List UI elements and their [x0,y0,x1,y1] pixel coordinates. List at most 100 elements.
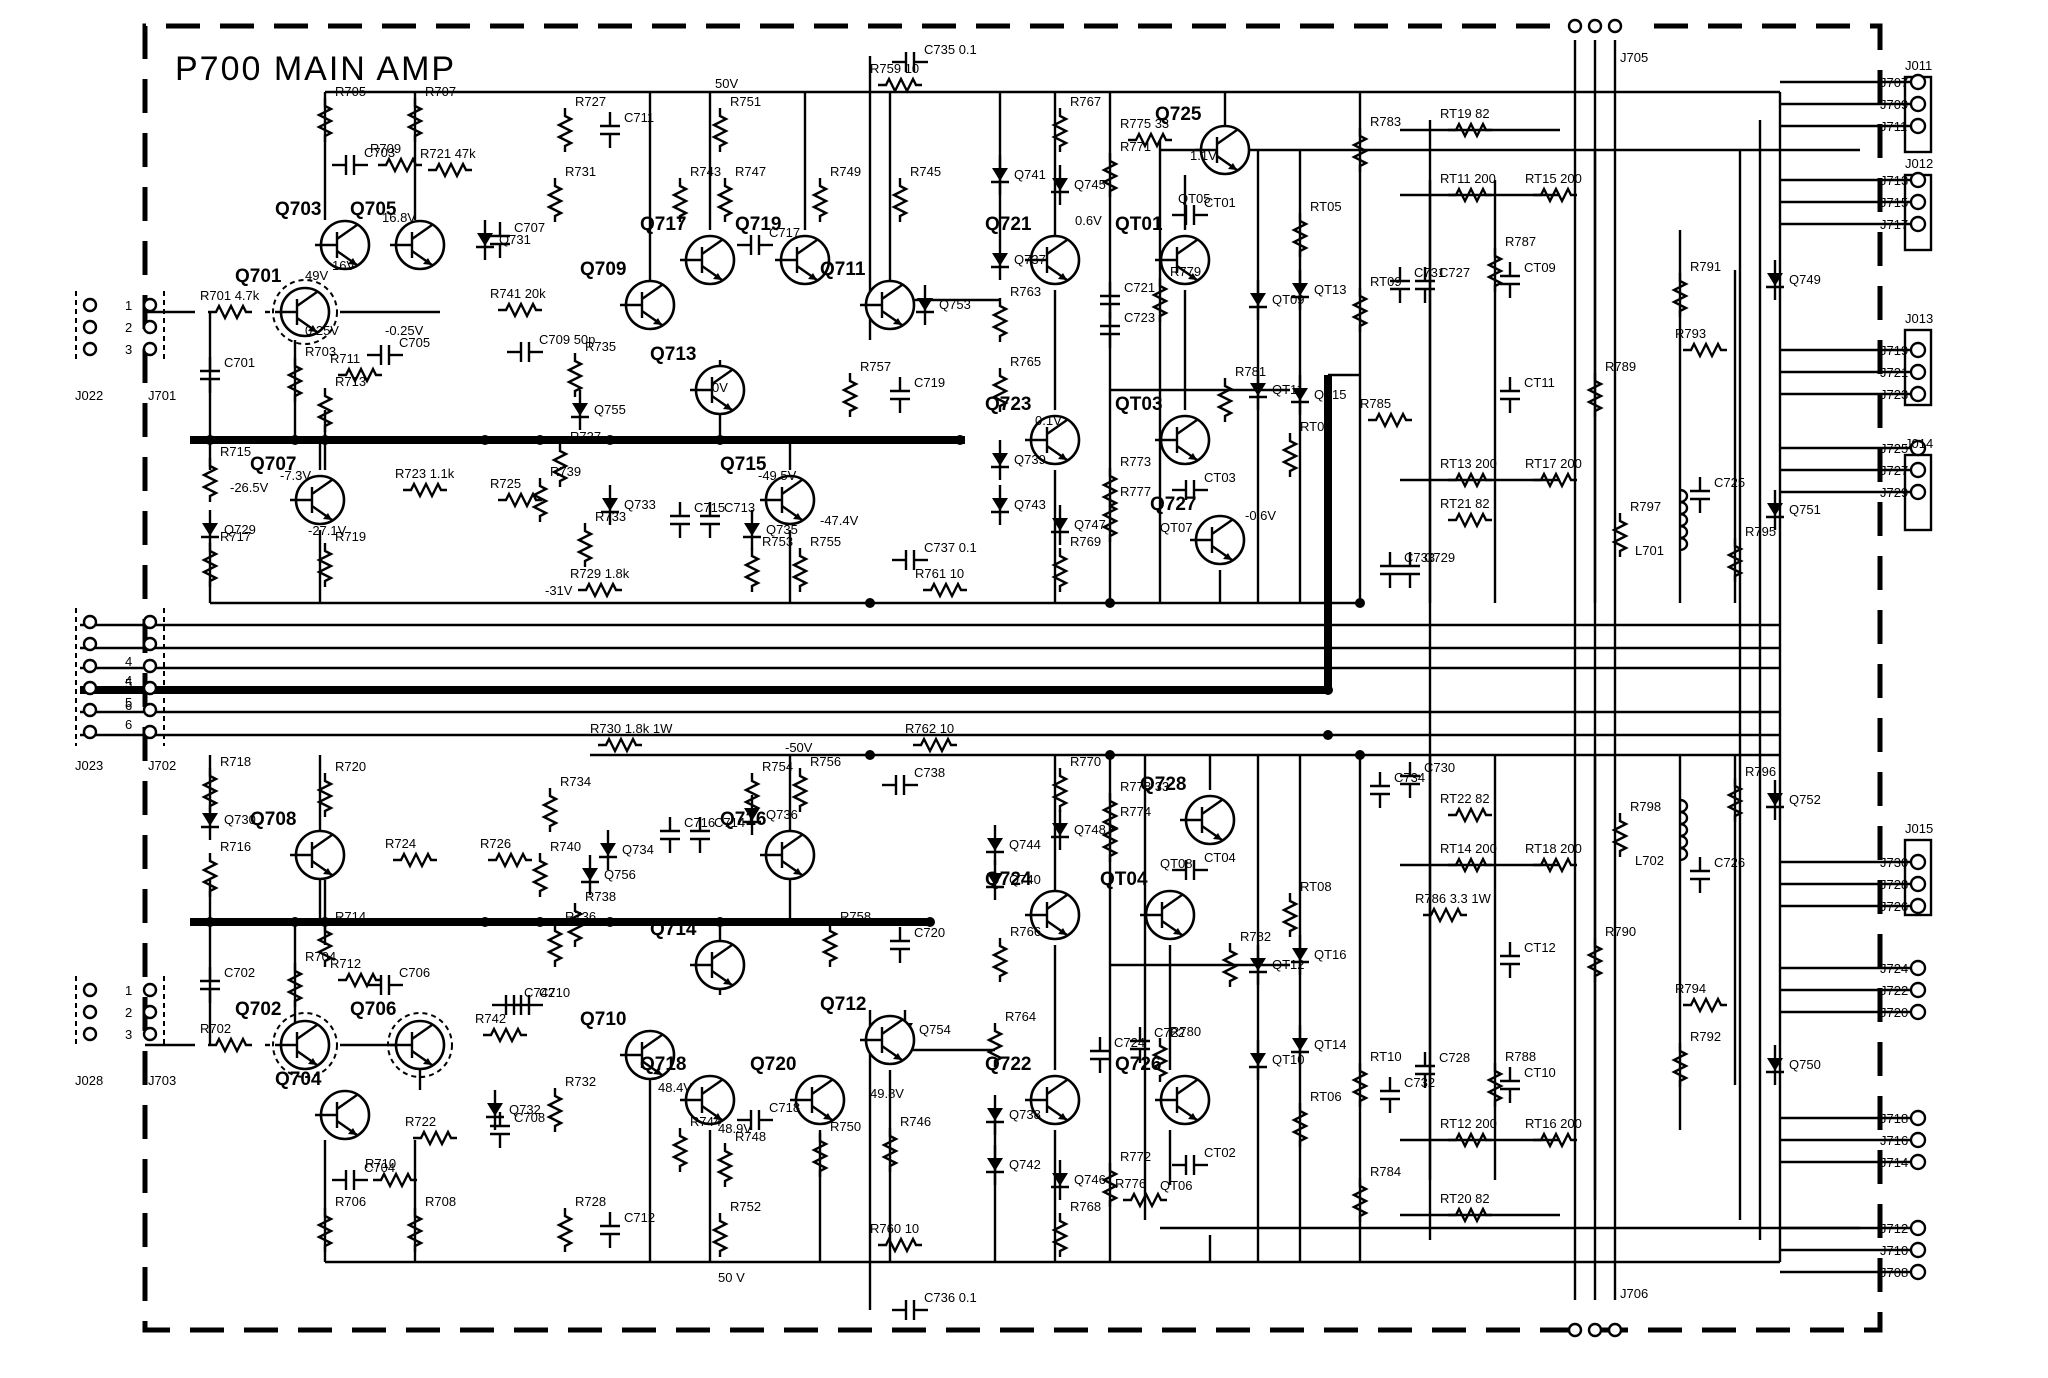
pin-j720 [1909,1003,1927,1021]
transistor-q723 [1025,414,1081,466]
pin-j729 [1909,483,1927,501]
resistor-r734 [541,788,559,832]
resistor-r794 [1683,996,1727,1014]
label-49-8v: 49.8V [870,1086,904,1101]
pin-j721 [1909,363,1927,381]
label-0-25v: 0.25V [305,323,339,338]
label-q738: Q738 [1009,1107,1041,1122]
connector-symbols [75,18,1933,1338]
label-r752: R752 [730,1199,761,1214]
label-q754: Q754 [919,1022,951,1037]
capacitor-ct11 [1500,377,1520,413]
label-r708: R708 [425,1194,456,1209]
label-q710: Q710 [580,1009,626,1030]
resistor-symbols [201,76,1744,1257]
label--26-5v: -26.5V [230,480,269,495]
label-q749: Q749 [1789,272,1821,287]
label-r733: R733 [595,509,626,524]
connector-j022 [75,291,165,363]
resistor-r758 [821,923,839,967]
diode-q736 [743,795,761,835]
diode-q732 [486,1090,504,1130]
transistor-q701 [272,279,338,345]
label-q742: Q742 [1009,1157,1041,1172]
label-c731: C731 [1414,265,1445,280]
capacitor-c716 [660,817,680,853]
connector-j023 [75,608,165,746]
label-r727: R727 [575,94,606,109]
resistor-r733 [576,523,594,567]
label-c714: C714 [714,815,745,830]
label-q741: Q741 [1014,167,1046,182]
label-ct04: CT04 [1204,850,1236,865]
label-r750: R750 [830,1119,861,1134]
pin-j709 [1909,95,1927,113]
pin-j712 [1909,1219,1927,1237]
label-q721: Q721 [985,214,1032,235]
resistor-r706 [316,1208,334,1252]
label-r707: R707 [425,84,456,99]
diode-q745 [1051,165,1069,205]
capacitor-ct02 [1172,1155,1208,1175]
label-j716: J716 [1880,1133,1908,1148]
label-j710: J710 [1880,1243,1908,1258]
label-r739: R739 [550,464,581,479]
resistor-r775-33 [1128,131,1172,149]
inductor-symbols [1679,488,1689,862]
resistor-r737 [551,443,569,487]
label-c706: C706 [399,965,430,980]
resistor-r748 [716,1143,734,1187]
pin-j722 [1909,981,1927,999]
label-c715: C715 [694,500,725,515]
capacitor-ct09 [1500,262,1520,298]
junction-dots [205,435,1365,927]
label-r774: R774 [1120,804,1151,819]
label-r710: R710 [365,1156,396,1171]
label-c701: C701 [224,355,255,370]
label-q751: Q751 [1789,502,1821,517]
diode-q756 [581,855,599,895]
diode-symbols [201,155,1784,1200]
resistor-r704 [286,963,304,1007]
label-q750: Q750 [1789,1057,1821,1072]
pin-j727 [1909,461,1927,479]
diode-qt14 [1291,1025,1309,1065]
capacitor-ct03 [1172,480,1208,500]
label-q724: Q724 [985,869,1032,890]
diode-q741 [991,155,1009,195]
label-ct01: CT01 [1204,195,1236,210]
label-qt14: QT14 [1314,1037,1347,1052]
label-c708: C708 [514,1110,545,1125]
label-r718: R718 [220,754,251,769]
junction-7 [715,435,725,445]
label-r780: R780 [1170,1024,1201,1039]
resistor-rt09 [1351,288,1369,332]
diode-q753 [916,285,934,325]
label-r770: R770 [1070,754,1101,769]
diode-q743 [991,485,1009,525]
resistor-r761-10 [923,581,967,599]
transistor-q716 [760,829,816,881]
pin-j728 [1909,875,1927,893]
resistor-rt20-82 [1448,1206,1492,1224]
label-qt10: QT10 [1272,1052,1305,1067]
resistor-r782 [1221,943,1239,987]
label-j015: J015 [1905,821,1933,836]
junction-17 [1323,685,1333,695]
transistor-q722 [1025,1074,1081,1126]
pin-j730 [1909,853,1927,871]
resistor-r798 [1611,813,1629,857]
label-r714: R714 [335,909,366,924]
resistor-r708 [406,1208,424,1252]
label-c725: C725 [1714,475,1745,490]
label-r740: R740 [550,839,581,854]
label-r791: R791 [1690,259,1721,274]
diode-q738 [986,1095,1004,1135]
label-r709: R709 [370,141,401,156]
resistor-r764 [986,1023,1004,1067]
transistor-q717 [680,234,736,286]
junction-22 [1355,750,1365,760]
resistor-r722 [413,1129,457,1147]
label-c729: C729 [1424,550,1455,565]
resistor-r751 [711,108,729,152]
